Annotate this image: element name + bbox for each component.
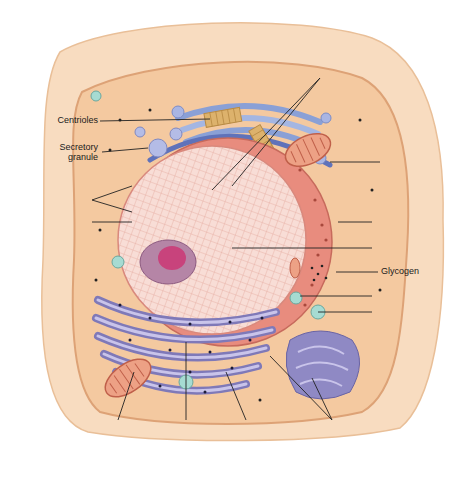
part-label: Secretory granule: [48, 142, 98, 163]
part-label: Glycogen: [381, 266, 419, 276]
part-label: Centrioles: [57, 115, 98, 125]
